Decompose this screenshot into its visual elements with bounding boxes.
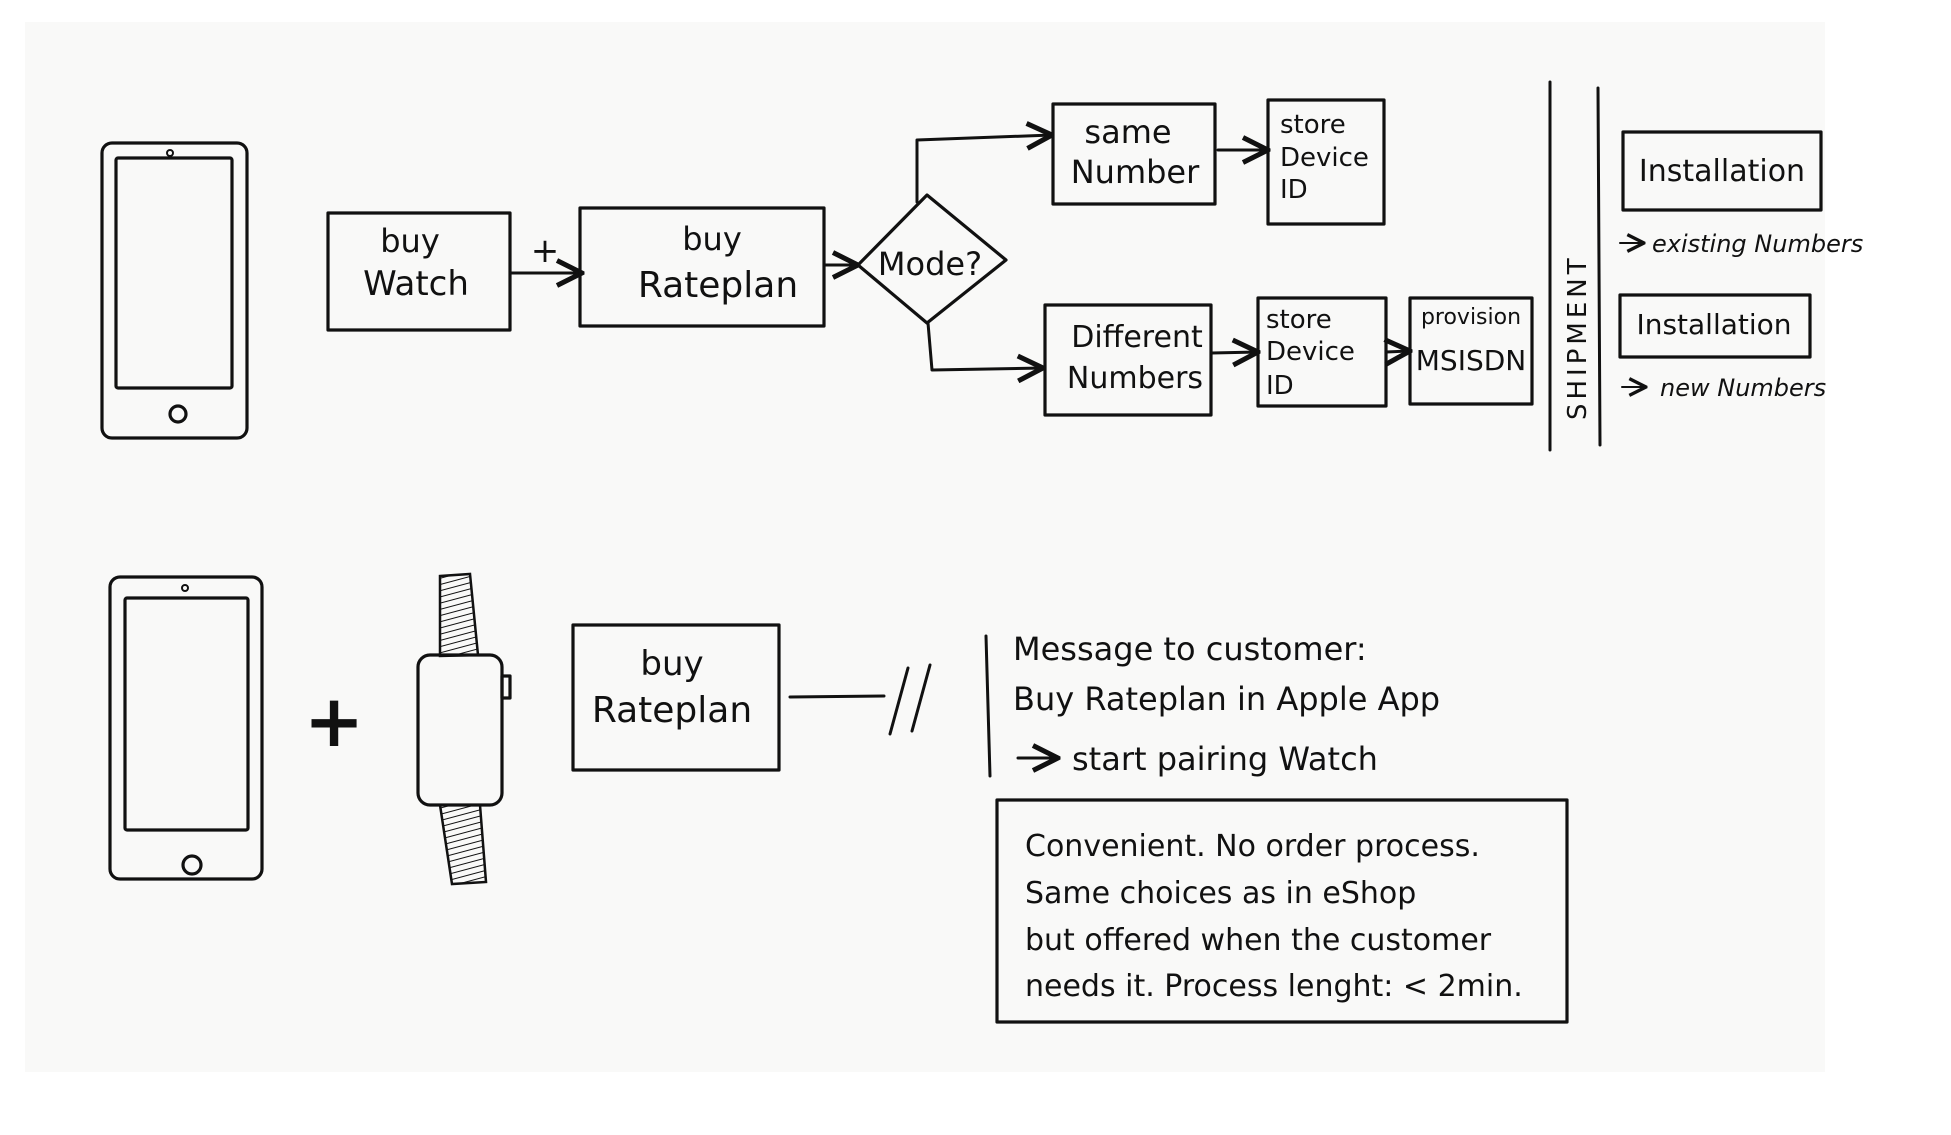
mode-label: Mode? <box>878 245 982 283</box>
break-marks <box>888 663 932 736</box>
benefits-note-box: Convenient. No order process. Same choic… <box>995 798 1569 1024</box>
new-numbers-note: new Numbers <box>1660 374 1826 402</box>
phone-icon <box>100 141 249 440</box>
installation1-label: Installation <box>1639 154 1805 189</box>
plus-sign-top: + <box>531 231 560 271</box>
customer-message: Message to customer: Buy Rateplan in App… <box>984 630 1440 778</box>
watch-icon <box>416 572 512 886</box>
store1-line1: store <box>1280 110 1346 140</box>
installation2-label: Installation <box>1636 308 1791 341</box>
shipment-bar: SHIPMENT <box>1548 80 1602 452</box>
buy-rateplan-top-line1: buy <box>682 220 742 258</box>
different-numbers-box: Different Numbers <box>1043 303 1213 417</box>
buy-rateplan-bottom-line1: buy <box>640 644 703 684</box>
buy-rateplan-box-top: buy Rateplan <box>578 206 826 328</box>
store2-line3: ID <box>1266 371 1294 401</box>
shipment-label: SHIPMENT <box>1563 254 1593 420</box>
store1-line2: Device <box>1280 143 1369 173</box>
message-line3: start pairing Watch <box>1072 740 1378 778</box>
arrow-mode-to-same <box>915 135 1052 204</box>
same-number-box: same Number <box>1051 102 1217 206</box>
store-device-id-box-1: store Device ID <box>1266 98 1386 226</box>
provision-line2: MSISDN <box>1416 344 1526 377</box>
buy-watch-line2: Watch <box>363 264 469 304</box>
store2-line1: store <box>1266 305 1332 335</box>
arrow-mode-to-different <box>926 321 1043 370</box>
note-line1: Convenient. No order process. <box>1025 829 1480 864</box>
plus-sign-bottom: + <box>304 679 364 763</box>
store-device-id-box-2: store Device ID <box>1256 296 1388 408</box>
arrow-store-to-provision <box>1386 351 1410 352</box>
store2-line2: Device <box>1266 337 1355 367</box>
store1-line3: ID <box>1280 175 1308 205</box>
provision-msisdn-box: provision MSISDN <box>1408 296 1534 406</box>
message-line1: Message to customer: <box>1013 630 1367 668</box>
buy-rateplan-bottom-line2: Rateplan <box>592 690 752 731</box>
different-line1: Different <box>1071 320 1203 355</box>
message-line2: Buy Rateplan in Apple App <box>1013 680 1440 718</box>
buy-watch-line1: buy <box>380 222 440 260</box>
different-line2: Numbers <box>1067 361 1203 396</box>
buy-watch-box: buy Watch <box>326 211 512 332</box>
note-line2: Same choices as in eShop <box>1025 876 1416 911</box>
existing-numbers-note: existing Numbers <box>1652 230 1863 258</box>
buy-rateplan-box-bottom: buy Rateplan <box>571 623 781 772</box>
arrow-different-to-store <box>1210 352 1258 353</box>
installation-box-2: Installation <box>1618 293 1812 359</box>
same-number-line1: same <box>1084 113 1171 151</box>
connector-line <box>788 694 886 699</box>
note-line3: but offered when the customer <box>1025 923 1492 958</box>
note-line4: needs it. Process lenght: < 2min. <box>1025 969 1523 1004</box>
same-number-line2: Number <box>1071 153 1200 191</box>
phone-icon-bottom <box>108 575 264 881</box>
mode-decision: Mode? <box>856 193 1008 325</box>
installation-box-1: Installation <box>1621 130 1823 212</box>
buy-rateplan-top-line2: Rateplan <box>638 265 798 306</box>
provision-line1: provision <box>1421 305 1521 330</box>
